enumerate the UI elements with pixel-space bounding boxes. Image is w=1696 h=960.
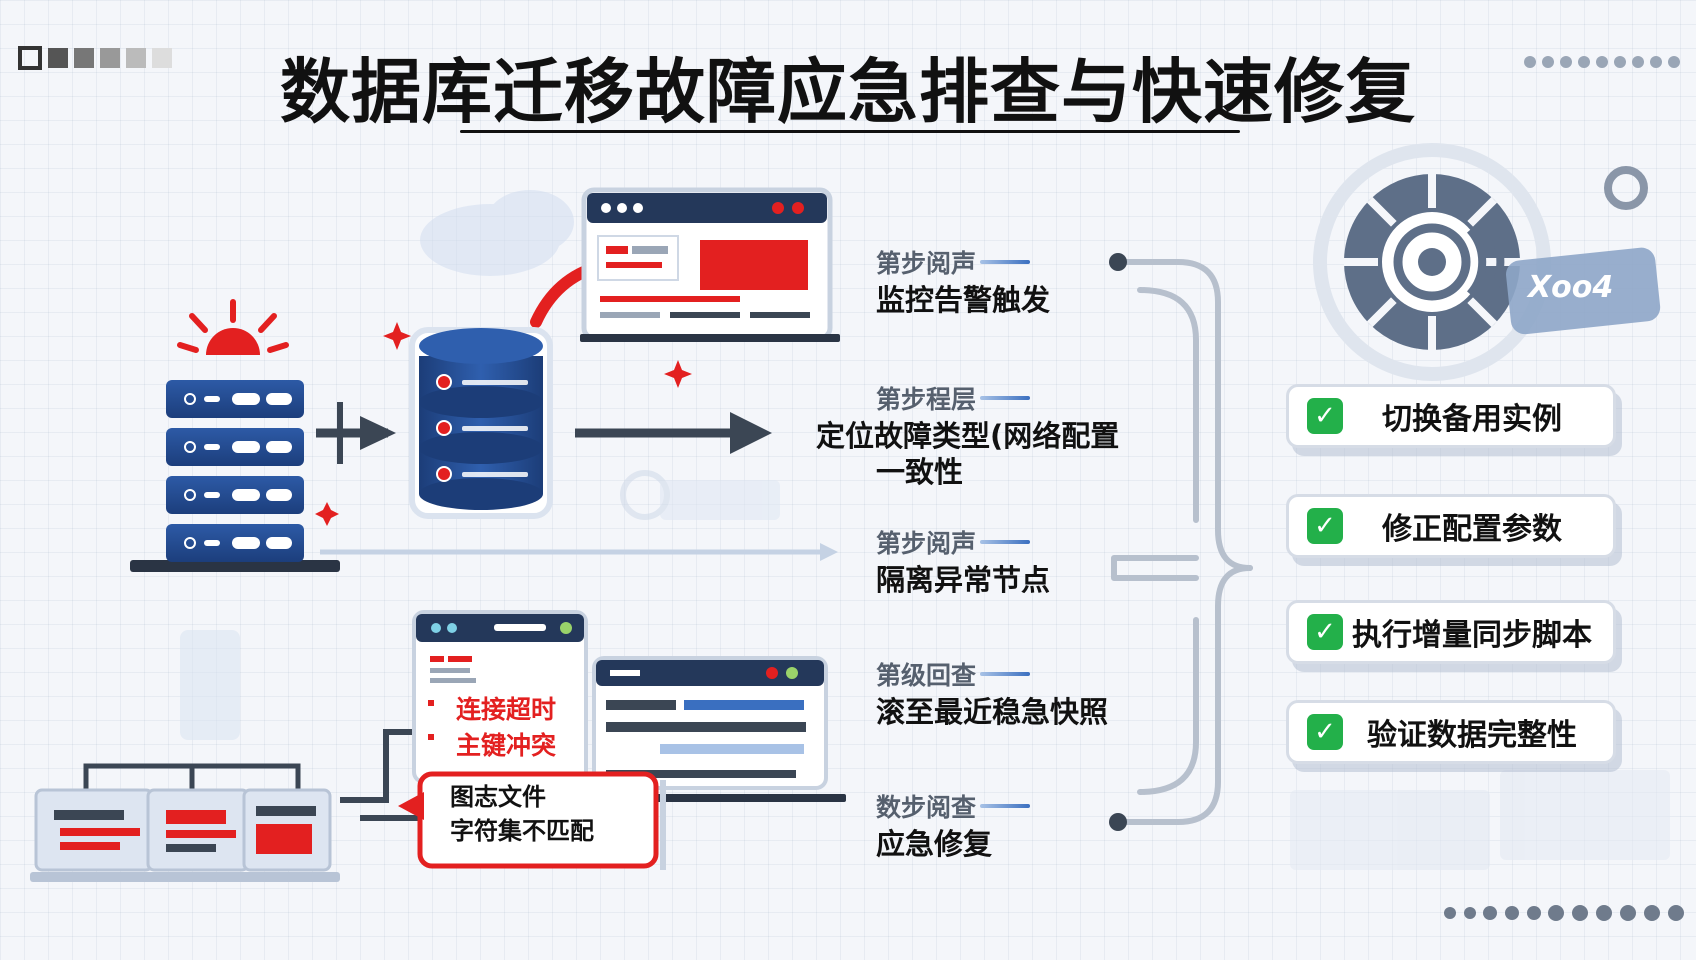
divider-arrow-faint [320, 543, 838, 561]
page-title: 数据库迁移故障应急排查与快速修复 [280, 51, 1416, 133]
step-3-text: 隔离异常节点 [876, 563, 1051, 597]
checkmark-icon: ✓ [1307, 398, 1343, 434]
callout-log-file: 图志文件 [450, 783, 546, 811]
step-5-text: 应急修复 [876, 827, 993, 861]
flow-arrow-db-to-steps [575, 412, 772, 454]
step-2: 第步程层 定位故障类型(网络配置 一致性 [816, 380, 1120, 490]
step-5: 数步阅查 应急修复 [876, 788, 1176, 862]
gear-target-icon [1313, 143, 1661, 381]
step-5-tag: 数步阅查 [876, 788, 1176, 824]
flow-arrow-rack-to-db [316, 402, 396, 464]
action-item-3-label: 执行增量同步脚本 [1352, 618, 1592, 653]
action-item-4-label: 验证数据完整性 [1367, 718, 1577, 753]
error-primary-key-conflict: 主键冲突 [456, 731, 557, 760]
step-1-text: 监控告警触发 [876, 283, 1051, 317]
checkmark-icon: ✓ [1307, 508, 1343, 544]
monitor-window-icon [580, 187, 840, 342]
action-item-1-label: 切换备用实例 [1382, 402, 1562, 437]
dashboard-panels-icon [30, 763, 340, 882]
action-item-2: ✓ 修正配置参数 [1286, 494, 1616, 558]
checkmark-icon: ✓ [1307, 714, 1343, 750]
bracket-end-dots [1109, 253, 1127, 831]
pixel-logo-icon [18, 46, 172, 70]
step-1-tag: 第步阅声 [876, 244, 1176, 280]
gear-spoke [1366, 196, 1397, 227]
error-callout [398, 771, 666, 870]
gear-spoke [1366, 297, 1397, 328]
log-connector-lines [340, 729, 420, 821]
action-item-4: ✓ 验证数据完整性 [1286, 700, 1616, 764]
step-4-text: 滚至最近稳急快照 [876, 695, 1109, 729]
error-connection-timeout: 连接超时 [456, 695, 557, 724]
step-2-text-cont: 一致性 [876, 455, 964, 489]
decorative-dots-bottom [1444, 905, 1684, 921]
step-4-tag: 第级回查 [876, 656, 1176, 692]
gear-spoke [1467, 297, 1498, 328]
action-item-2-label: 修正配置参数 [1382, 512, 1562, 547]
steps-bracket [1111, 259, 1253, 825]
step-1: 第步阅声 监控告警触发 [876, 244, 1176, 318]
step-3: 第步阅声 隔离异常节点 [876, 524, 1176, 598]
database-top [419, 328, 543, 364]
step-2-tag: 第步程层 [816, 380, 1116, 416]
decorative-dots-top [1524, 56, 1680, 68]
database-icon [409, 327, 553, 519]
sparkle-icons [315, 322, 692, 526]
step-3-tag: 第步阅声 [876, 524, 1176, 560]
title-underline [460, 130, 1240, 133]
checkmark-icon: ✓ [1307, 614, 1343, 650]
action-item-3: ✓ 执行增量同步脚本 [1286, 600, 1616, 664]
alert-sun-icon [177, 299, 289, 355]
action-item-1: ✓ 切换备用实例 [1286, 384, 1616, 448]
callout-charset-mismatch: 字符集不匹配 [450, 817, 594, 845]
server-rack-icon [130, 380, 340, 572]
step-4: 第级回查 滚至最近稳急快照 [876, 656, 1176, 730]
emblem-badge-text: Xoo4 [1528, 270, 1614, 305]
gear-spoke [1467, 196, 1498, 227]
background-decor [180, 190, 1670, 870]
step-2-text: 定位故障类型(网络配置 [816, 419, 1120, 453]
